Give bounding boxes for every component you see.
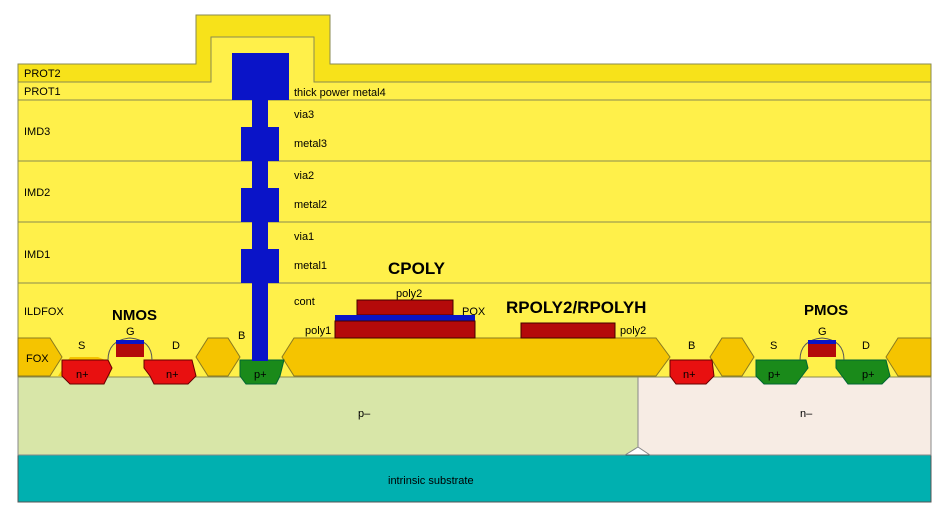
label-ildfox: ILDFOX xyxy=(24,306,64,318)
fox-left xyxy=(17,337,63,377)
pmos-gate-poly xyxy=(808,344,836,357)
bulk-left-label: B xyxy=(238,330,245,342)
pmos-drain-pplus xyxy=(835,359,891,385)
pmos-drain-pplus-label: p+ xyxy=(862,369,875,381)
label-imd1: IMD1 xyxy=(24,249,50,261)
pmos-d-label: D xyxy=(862,340,870,352)
cap-poly2-label: poly2 xyxy=(396,288,422,300)
intrinsic-substrate xyxy=(17,454,932,503)
n-well xyxy=(637,375,932,456)
layer-imd3 xyxy=(17,99,932,162)
layer-imd2 xyxy=(17,160,932,223)
rpoly-poly2 xyxy=(520,322,616,339)
label-prot2: PROT2 xyxy=(24,68,61,80)
label-prot1: PROT1 xyxy=(24,86,61,98)
rpoly-poly2-label: poly2 xyxy=(620,325,646,337)
label-imd2: IMD2 xyxy=(24,187,50,199)
bulk-pplus-left-label: p+ xyxy=(254,369,267,381)
nmos-g-label: G xyxy=(126,326,135,338)
cap-poly1-label: poly1 xyxy=(305,325,331,337)
bulk-pplus-left xyxy=(239,359,285,385)
label-via3: via3 xyxy=(294,109,314,121)
via1 xyxy=(252,222,268,249)
label-metal2: metal2 xyxy=(294,199,327,211)
nmos-gate-oxide xyxy=(116,340,144,344)
p-well xyxy=(17,375,639,456)
label-thick-power-metal: thick power metal4 xyxy=(294,87,386,99)
nmos-drain-nplus xyxy=(143,359,197,385)
layer-imd1 xyxy=(17,221,932,284)
cap-pox-label: POX xyxy=(462,306,486,318)
nmos-d-label: D xyxy=(172,340,180,352)
label-via1: via1 xyxy=(294,231,314,243)
contact xyxy=(252,283,268,361)
nmos-source-nplus xyxy=(61,359,113,385)
pmos-label: PMOS xyxy=(804,302,848,319)
pmos-gate-oxide xyxy=(808,340,836,344)
via3 xyxy=(252,100,268,127)
cpoly-label: CPOLY xyxy=(388,259,446,278)
label-fox: FOX xyxy=(26,353,49,365)
cap-poly2 xyxy=(356,299,454,316)
nmos-drain-nplus-label: n+ xyxy=(166,369,179,381)
bulk-nplus-right-label: n+ xyxy=(683,369,696,381)
nmos-s-label: S xyxy=(78,340,85,352)
rpoly-label: RPOLY2/RPOLYH xyxy=(506,298,646,317)
pmos-g-label: G xyxy=(818,326,827,338)
metal1 xyxy=(241,249,279,283)
nmos-label: NMOS xyxy=(112,307,157,324)
substrate-label: intrinsic substrate xyxy=(388,475,474,487)
nmos-gate-poly xyxy=(116,344,144,357)
nmos-source-nplus-label: n+ xyxy=(76,369,89,381)
label-cont: cont xyxy=(294,296,315,308)
cap-pox xyxy=(335,315,475,321)
pmos-source-pplus-label: p+ xyxy=(768,369,781,381)
fox-b-left xyxy=(195,337,241,377)
fox-right xyxy=(885,337,932,377)
layer-prot2 xyxy=(17,14,932,83)
pmos-source-pplus xyxy=(755,359,809,385)
label-metal3: metal3 xyxy=(294,138,327,150)
metal2 xyxy=(241,188,279,222)
nmos-spacer xyxy=(107,337,153,361)
n-well-label: n– xyxy=(800,408,813,420)
cap-poly1 xyxy=(334,320,476,339)
fox-main xyxy=(281,337,671,377)
pmos-s-label: S xyxy=(770,340,777,352)
fox-b-right xyxy=(709,337,755,377)
via2 xyxy=(252,161,268,188)
bulk-nplus-right xyxy=(669,359,715,385)
p-well-label: p– xyxy=(358,408,371,420)
bulk-right-label: B xyxy=(688,340,695,352)
metal3 xyxy=(241,127,279,161)
pmos-spacer xyxy=(799,337,845,361)
label-imd3: IMD3 xyxy=(24,126,50,138)
label-metal1: metal1 xyxy=(294,260,327,272)
thick-power-metal4 xyxy=(232,53,289,100)
label-via2: via2 xyxy=(294,170,314,182)
